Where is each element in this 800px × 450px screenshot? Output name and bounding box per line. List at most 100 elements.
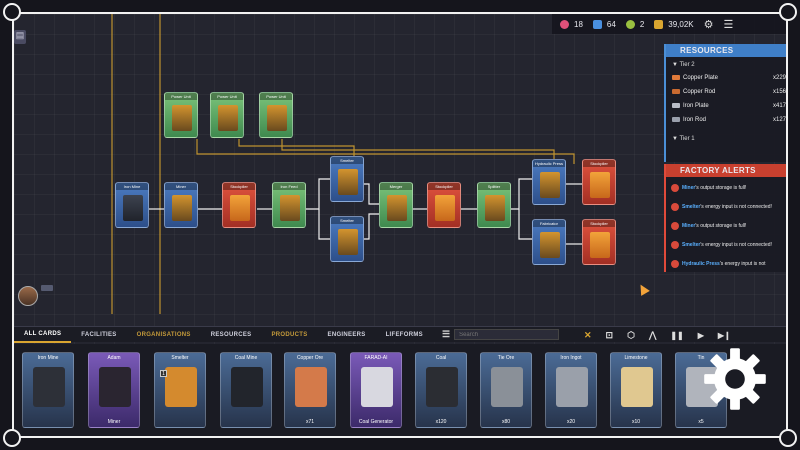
card-iron-mine[interactable]: Iron Mine <box>22 352 74 428</box>
flow-line <box>364 213 379 240</box>
resources-panel-title[interactable]: RESOURCES <box>666 44 786 57</box>
clipboard-icon[interactable]: ▤ <box>14 30 26 44</box>
fabricator-art <box>540 232 560 258</box>
graph-node[interactable]: Splitter <box>477 182 511 228</box>
cubes-counter[interactable]: 64 <box>592 19 616 29</box>
card-art <box>33 367 65 407</box>
resource-row[interactable]: Copper Plate x229 <box>672 75 786 81</box>
tab-products[interactable]: PRODUCTS <box>271 331 308 338</box>
recenter-icon[interactable]: ⊡ <box>605 329 614 340</box>
card-smelter[interactable]: Smelter <box>154 352 206 428</box>
copper-plate-icon <box>672 75 680 80</box>
graph-node[interactable]: Iron Feed <box>272 182 306 228</box>
graph-node[interactable]: Fabricator <box>532 219 566 265</box>
resource-row[interactable]: Iron Rod x127 <box>672 117 786 123</box>
graph-node[interactable]: Power Unit <box>210 92 244 138</box>
resource-row[interactable]: Iron Plate x417 <box>672 103 786 109</box>
settings-gear-icon[interactable]: ⚙ <box>703 18 714 31</box>
search-area: ☰ <box>442 329 560 340</box>
power-line <box>196 139 575 164</box>
alerts-panel-title[interactable]: FACTORY ALERTS <box>666 164 786 177</box>
power-line <box>281 139 555 164</box>
power-lines <box>111 14 575 314</box>
engineer-icon <box>625 19 635 29</box>
resource-row[interactable]: Copper Rod x156 <box>672 89 786 95</box>
card-coal[interactable]: Coal x120 <box>415 352 467 428</box>
card-art <box>491 367 523 407</box>
factory-alerts-panel[interactable]: FACTORY ALERTS Miner's output storage is… <box>664 164 786 272</box>
research-counter[interactable]: 18 <box>560 19 583 29</box>
alert-warning-icon <box>671 260 679 268</box>
layers-icon[interactable]: ⬡ <box>627 329 635 340</box>
graph-node[interactable]: Iron Mine <box>115 182 149 228</box>
graph-network-icon[interactable]: ⋀ <box>648 329 657 340</box>
stockpiler-art <box>590 232 610 258</box>
tab-organisations[interactable]: ORGANISATIONS <box>136 331 191 338</box>
card-farad-ai[interactable]: FARAD-AI Coal Generator <box>350 352 402 428</box>
coin-icon <box>654 19 664 29</box>
alert-row[interactable]: Smelter's energy input is not connected! <box>671 203 786 211</box>
alert-row[interactable]: Hydraulic Press's energy input is not <box>671 260 786 268</box>
stockpiler-art <box>590 172 610 198</box>
graph-node[interactable]: Power Unit <box>259 92 293 138</box>
card-iron-ingot[interactable]: Iron Ingot x20 <box>545 352 597 428</box>
large-gear-icon[interactable] <box>700 344 770 414</box>
factory-graph[interactable]: Power Unit Power Unit Power Unit Iron Mi… <box>14 14 786 324</box>
tab-all-cards[interactable]: ALL CARDS <box>14 327 72 343</box>
card-art <box>556 367 588 407</box>
card-tie-ore[interactable]: Tie Ore x80 <box>480 352 532 428</box>
graph-node[interactable]: Stockpiler <box>582 159 616 205</box>
resources-panel[interactable]: RESOURCES ▼ Tier 2 Copper Plate x229 Cop… <box>664 44 786 162</box>
graph-node[interactable]: Stockpiler <box>222 182 256 228</box>
card-copper-ore[interactable]: Copper Ore x71 <box>284 352 336 428</box>
graph-node[interactable]: Hydraulic Press <box>532 159 566 205</box>
play-icon[interactable]: ▶ <box>697 330 704 340</box>
tier-2-header[interactable]: ▼ Tier 2 <box>672 62 695 68</box>
flow-line <box>518 209 532 240</box>
tab-engineers[interactable]: ENGINEERS <box>327 331 366 338</box>
alert-row[interactable]: Miner's output storage is full! <box>671 222 786 230</box>
card-limestone[interactable]: Limestone x10 <box>610 352 662 428</box>
graph-node[interactable]: Merger <box>379 182 413 228</box>
power-line <box>238 139 355 159</box>
list-filter-icon[interactable]: ☰ <box>442 329 451 339</box>
corner-handle[interactable] <box>779 429 797 447</box>
tab-resources[interactable]: RESOURCES <box>210 331 252 338</box>
iron-rod-icon <box>672 117 680 122</box>
collapse-triangle-icon: ▼ <box>672 136 680 142</box>
top-resource-bar: 18 64 2 39,02K ⚙ ☰ <box>552 14 786 34</box>
card-coal-mine[interactable]: Coal Mine <box>220 352 272 428</box>
hamburger-menu-icon[interactable]: ☰ <box>723 18 734 31</box>
alert-row[interactable]: Miner's output storage is full! <box>671 184 786 192</box>
splitter-art <box>485 195 505 221</box>
corner-handle[interactable] <box>3 3 21 21</box>
graph-node[interactable]: Smelter <box>330 156 364 202</box>
flow-line <box>318 209 330 240</box>
card-category-tabs: ALL CARDS FACILITIES ORGANISATIONS RESOU… <box>14 326 786 343</box>
graph-node[interactable]: Smelter <box>330 216 364 262</box>
player-avatar[interactable] <box>18 286 38 306</box>
corner-handle[interactable] <box>3 429 21 447</box>
graph-node[interactable]: Stockpiler <box>427 182 461 228</box>
graph-node[interactable]: Power Unit <box>164 92 198 138</box>
graph-node[interactable]: Stockpiler <box>582 219 616 265</box>
money-counter[interactable]: 39,02K <box>654 19 694 29</box>
card-count-badge: 1 <box>160 370 167 377</box>
cube-icon <box>592 19 602 29</box>
card-art <box>686 367 718 407</box>
hydraulic-press-art <box>540 172 560 198</box>
tab-facilities[interactable]: FACILITIES <box>81 331 117 338</box>
tab-lifeforms[interactable]: LIFEFORMS <box>385 331 423 338</box>
engineers-counter[interactable]: 2 <box>625 19 644 29</box>
build-tools-icon[interactable]: ✕ <box>584 329 592 340</box>
pause-icon[interactable]: ❚❚ <box>670 330 684 340</box>
corner-handle[interactable] <box>779 3 797 21</box>
card-art <box>426 367 458 407</box>
search-input[interactable] <box>454 329 560 340</box>
card-adam[interactable]: Adam Miner <box>88 352 140 428</box>
fast-forward-icon[interactable]: ▶❙ <box>717 330 731 340</box>
graph-node[interactable]: Miner <box>164 182 198 228</box>
card-art <box>621 367 653 407</box>
alert-row[interactable]: Smelter's energy input is not connected! <box>671 241 786 249</box>
tier-1-header[interactable]: ▼ Tier 1 <box>672 136 695 142</box>
